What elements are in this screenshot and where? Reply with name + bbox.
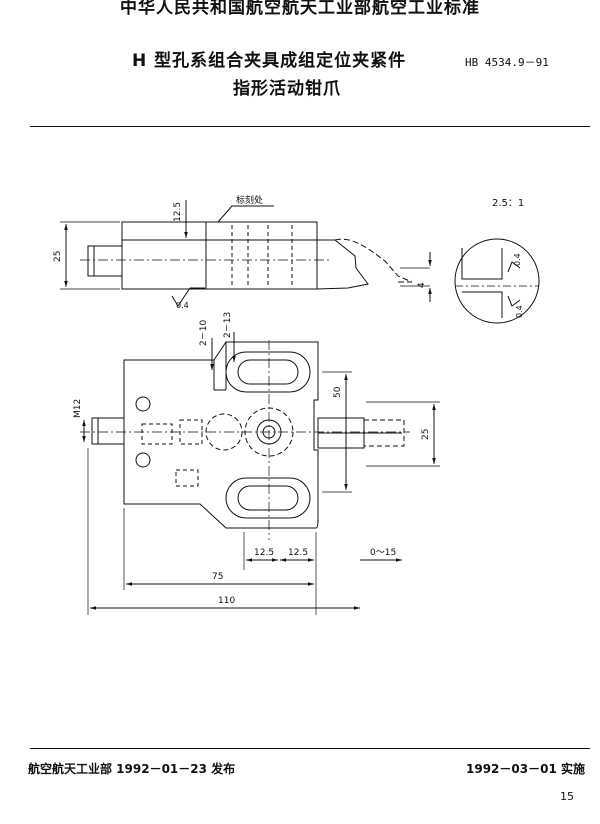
plan-view [80, 332, 440, 615]
dim-gap-4: 4 [417, 282, 427, 288]
plan-body [123, 341, 319, 529]
detail-circle [454, 238, 540, 324]
page-number: 15 [560, 790, 574, 803]
side-stem [87, 245, 123, 277]
dim-length-75: 75 [212, 572, 223, 582]
detail-view [454, 238, 540, 324]
dim-offset-50: 50 [333, 386, 343, 398]
scale-label: 2.5：1 [492, 198, 524, 209]
plan-stem [91, 417, 125, 445]
dim-slot-2-13: 2－13 [223, 312, 233, 338]
dim-length-110: 110 [218, 596, 235, 606]
dim-height-25: 25 [53, 251, 63, 262]
dim-half-a: 12.5 [254, 548, 274, 558]
detail-roughness-lower: 0.4 [515, 305, 524, 318]
side-body [121, 221, 318, 290]
roughness-label: 0.4 [176, 301, 189, 310]
header-rule [30, 126, 590, 127]
detail-roughness-upper: 0.4 [513, 253, 522, 266]
dim-width-25: 25 [421, 429, 431, 440]
hole-lower [135, 452, 151, 468]
issue-date: 航空航天工业部 1992－01－23 发布 [28, 762, 236, 776]
standard-number: HB 4534.9－91 [465, 56, 549, 69]
side-view [60, 200, 432, 307]
document-title-line2: 指形活动钳爪 [233, 79, 341, 99]
issuing-authority-header: 中华人民共和国航空航天工业部航空工业标准 [120, 0, 480, 18]
dim-stroke: 0～15 [370, 548, 396, 558]
slot-lower [225, 477, 311, 519]
marking-note: 标刻处 [236, 194, 263, 206]
dim-half-b: 12.5 [288, 548, 308, 558]
dim-step-12-5: 12.5 [173, 202, 183, 222]
finger-jaw-side [316, 239, 369, 290]
effective-date: 1992－03－01 实施 [466, 762, 585, 776]
slot-upper [225, 351, 311, 393]
dim-thread-m12: M12 [73, 399, 83, 418]
hole-upper [135, 396, 151, 412]
document-title-line1: H 型孔系组合夹具成组定位夹紧件 [132, 51, 407, 71]
footer-rule [30, 748, 590, 749]
dim-slot-2-10: 2－10 [199, 320, 209, 346]
